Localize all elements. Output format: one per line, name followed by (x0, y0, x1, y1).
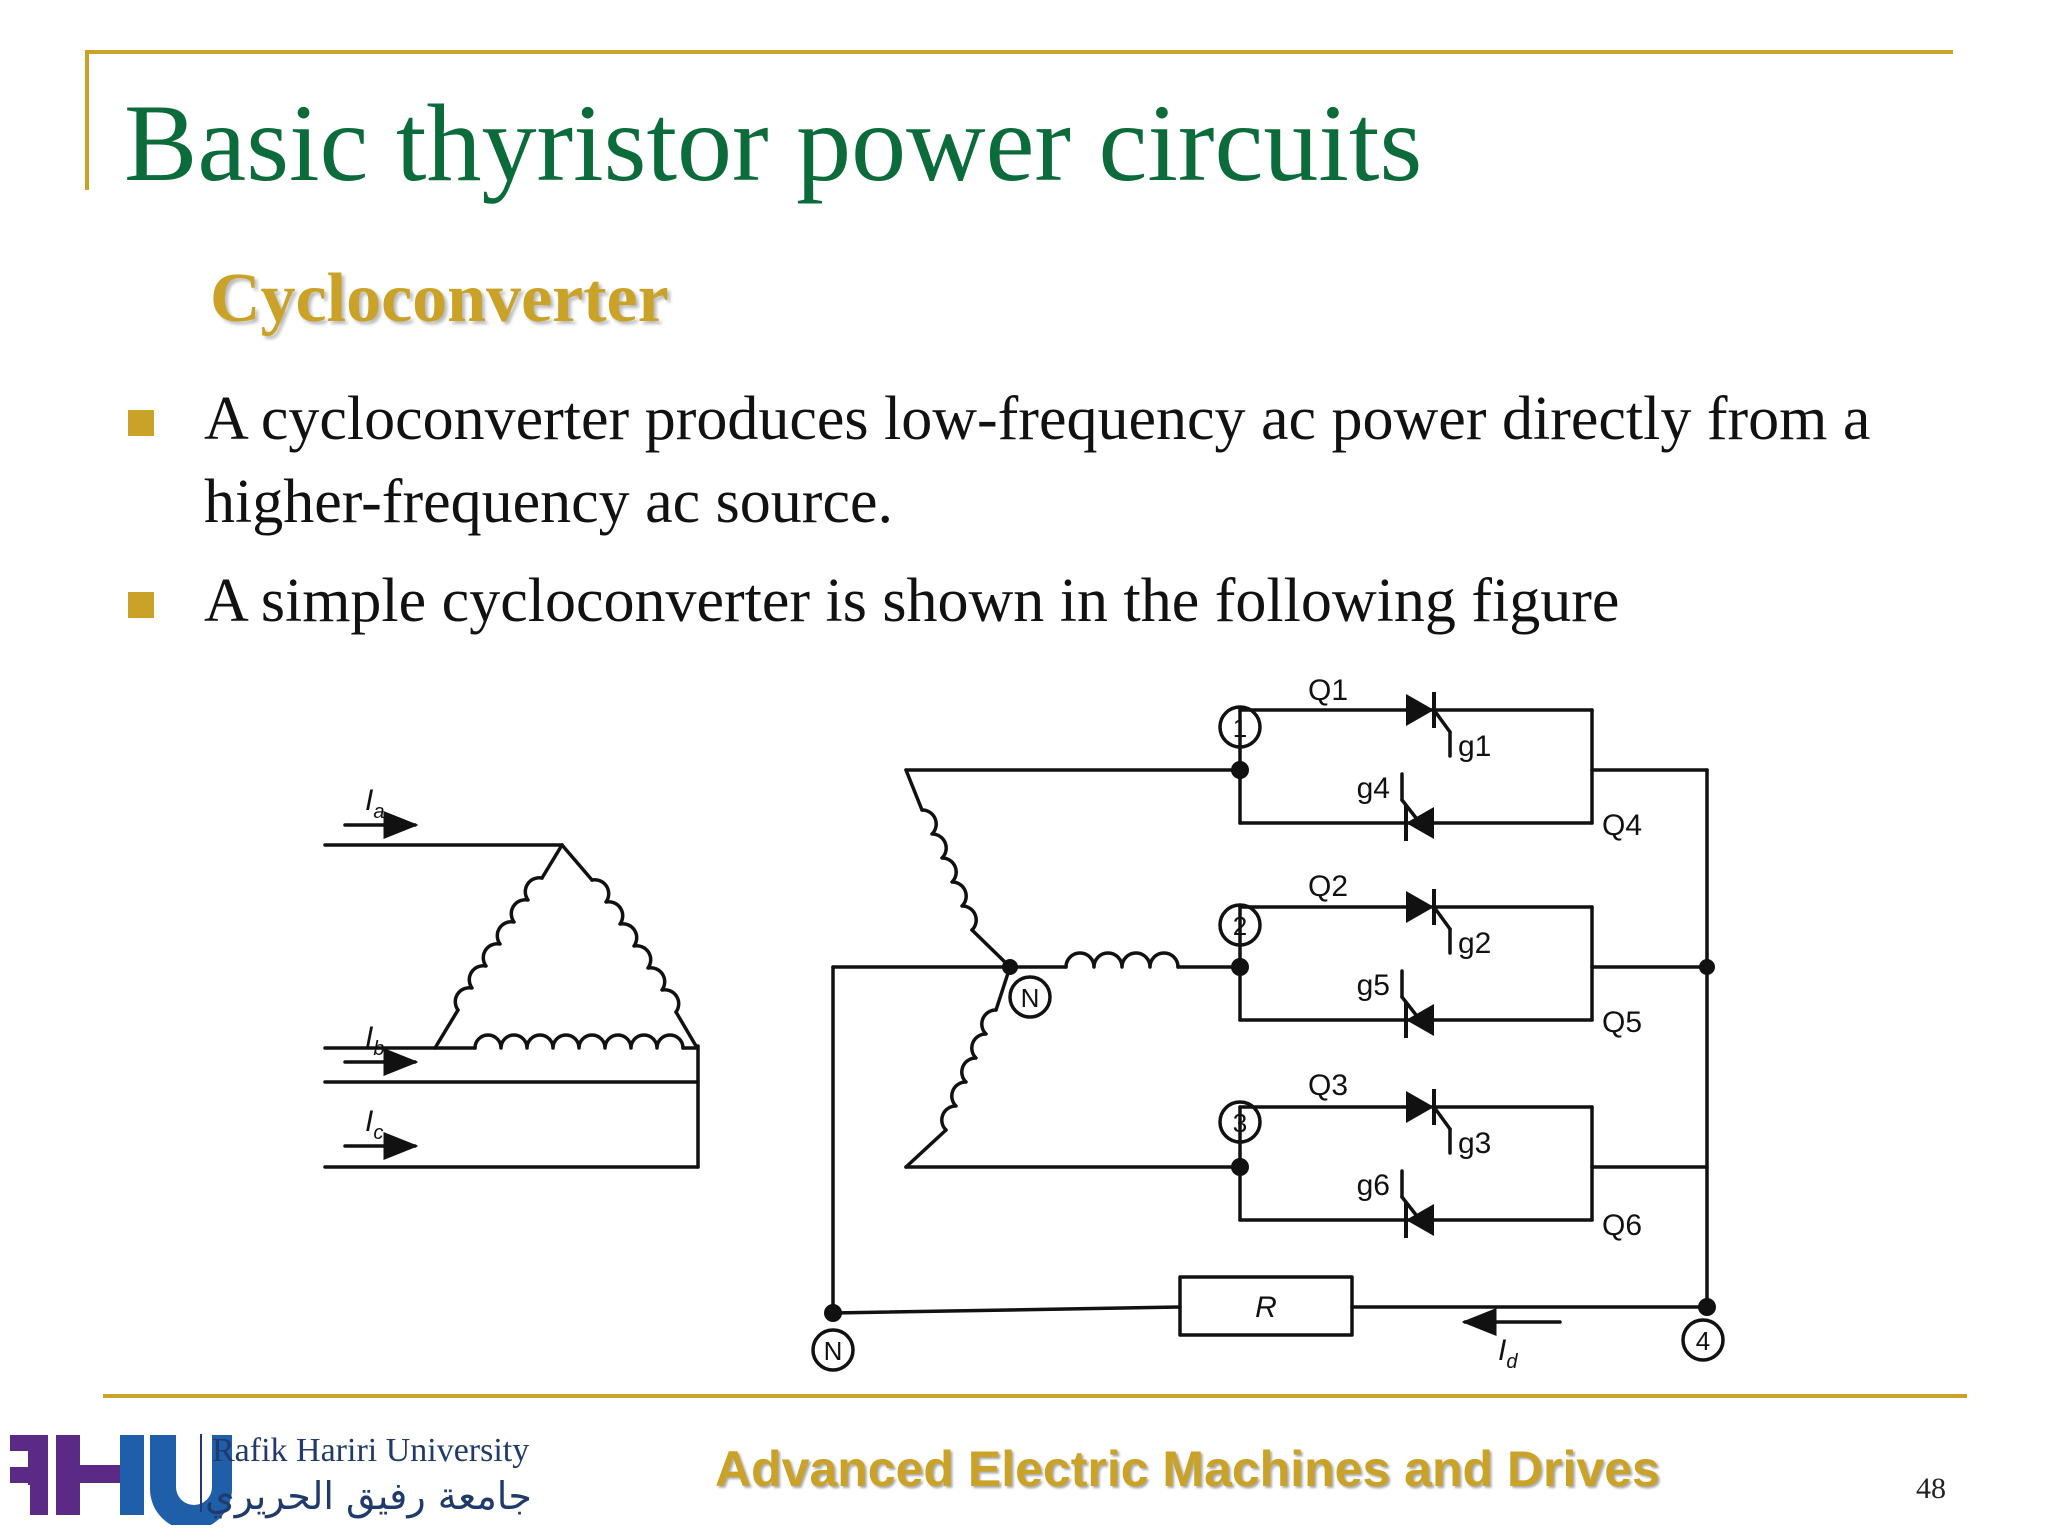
g3-label: g3 (1458, 1127, 1491, 1160)
node-4-marker (1681, 1318, 1725, 1362)
wye-secondary-winding (831, 768, 1242, 1315)
node-2-label: 2 (1233, 911, 1247, 941)
node-1-marker (1218, 705, 1262, 749)
thyristor-pair-3 (1238, 1105, 1709, 1222)
logo-english-name: Rafik Hariri University (212, 1432, 530, 1469)
resistor-label: R (1255, 1291, 1277, 1324)
footer-course-title: Advanced Electric Machines and Drives (715, 1441, 1660, 1497)
g6-label: g6 (1357, 1169, 1390, 1202)
q5-label: Q5 (1602, 1006, 1642, 1039)
neutral-star-label: N (1021, 983, 1040, 1013)
g5-label: g5 (1357, 969, 1390, 1002)
neutral-bottom-label: N (824, 1336, 843, 1366)
footer-line (103, 1394, 1967, 1398)
q4-label: Q4 (1602, 809, 1642, 842)
node-1-label: 1 (1233, 713, 1247, 743)
logo-arabic-name: جامعة رفيق الحريري (205, 1474, 532, 1518)
neutral-star-marker (1008, 975, 1052, 1019)
thyristor-pair-2 (1238, 905, 1709, 1022)
node-3-label: 3 (1233, 1108, 1247, 1138)
current-b-label: Ib (365, 1021, 384, 1060)
g2-label: g2 (1458, 927, 1491, 960)
slide-subtitle: Cycloconverter (210, 260, 669, 337)
q2-label: Q2 (1308, 870, 1348, 903)
node-3-marker (1218, 1100, 1262, 1144)
current-d-label: Id (1498, 1334, 1518, 1373)
logo-separator (200, 1434, 202, 1512)
node-2-marker (1218, 903, 1262, 947)
page-number: 48 (1916, 1472, 1946, 1505)
bullet-marker-1 (128, 410, 154, 436)
thyristor-pair-1 (1238, 708, 1709, 825)
slide-title: Basic thyristor power circuits (124, 82, 1423, 204)
g4-label: g4 (1357, 772, 1390, 805)
node-4-label: 4 (1696, 1326, 1710, 1356)
neutral-bottom-marker (811, 1328, 855, 1372)
current-c-label: Ic (365, 1105, 383, 1144)
left-frame-line (85, 50, 89, 190)
current-a-label: Ia (365, 784, 384, 823)
cycloconverter-circuit-diagram: Ia Ib Ic Id 1 2 3 4 N N Q1 Q2 Q3 Q4 Q5 Q… (323, 674, 1725, 1373)
bullet-marker-2 (128, 592, 154, 618)
q6-label: Q6 (1602, 1209, 1642, 1242)
top-frame-line (85, 50, 1953, 54)
g1-label: g1 (1458, 730, 1491, 763)
q3-label: Q3 (1308, 1069, 1348, 1102)
delta-primary-winding (323, 843, 700, 1169)
bullet-text-2: A simple cycloconverter is shown in the … (204, 567, 1620, 635)
rhu-logo-mark (10, 1435, 232, 1525)
bullet-text-1: A cycloconverter produces low-frequency … (204, 385, 1871, 536)
q1-label: Q1 (1308, 674, 1348, 707)
